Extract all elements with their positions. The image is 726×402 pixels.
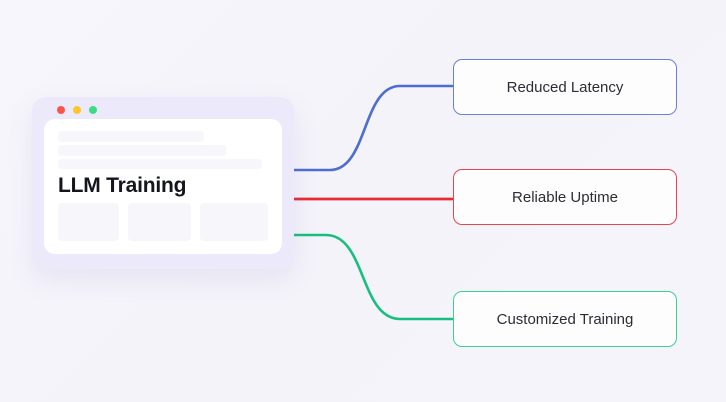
- connector-reduced-latency: [292, 84, 454, 172]
- minimize-dot-icon[interactable]: [73, 106, 81, 114]
- maximize-dot-icon[interactable]: [89, 106, 97, 114]
- node-customized-training[interactable]: Customized Training: [453, 291, 677, 347]
- node-label: Reliable Uptime: [512, 188, 618, 206]
- node-label: Customized Training: [496, 310, 634, 328]
- skeleton-bar: [58, 159, 262, 169]
- skeleton-column: [128, 203, 191, 241]
- browser-page-content: LLM Training: [44, 119, 282, 254]
- root-node-label: LLM Training: [58, 174, 187, 197]
- skeleton-column: [58, 203, 119, 241]
- root-node-browser-window[interactable]: LLM Training: [32, 97, 294, 269]
- node-reduced-latency[interactable]: Reduced Latency: [453, 59, 677, 115]
- browser-titlebar: [32, 97, 294, 119]
- close-dot-icon[interactable]: [57, 106, 65, 114]
- node-label: Reduced Latency: [506, 78, 624, 96]
- skeleton-column: [200, 203, 268, 241]
- skeleton-bar: [58, 131, 204, 142]
- node-reliable-uptime[interactable]: Reliable Uptime: [453, 169, 677, 225]
- skeleton-bar: [58, 145, 226, 156]
- connector-customized-training: [292, 233, 454, 321]
